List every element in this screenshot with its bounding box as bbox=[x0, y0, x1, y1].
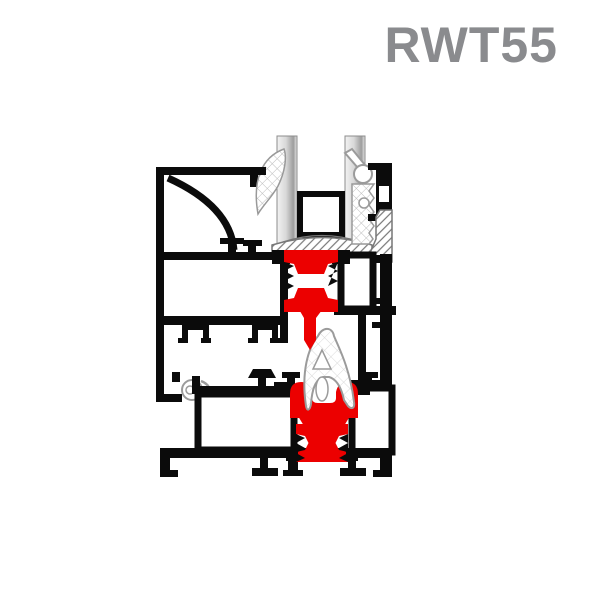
frame-chamber-left bbox=[194, 390, 298, 454]
frame-chamber-right bbox=[348, 384, 396, 456]
t-hook bbox=[248, 369, 276, 378]
upper-thermal-break bbox=[272, 250, 350, 350]
outer-frame-profile bbox=[160, 251, 396, 477]
serration-right bbox=[339, 434, 348, 462]
serration-left bbox=[296, 434, 305, 462]
gasket-detail bbox=[358, 197, 370, 209]
center-seal-gasket bbox=[303, 327, 356, 411]
gasket-bulb bbox=[353, 164, 373, 184]
page-title: RWT55 bbox=[384, 17, 558, 73]
gasket-oval-hole bbox=[315, 376, 329, 402]
sash-profile bbox=[156, 167, 288, 403]
glazing-gasket-right bbox=[343, 147, 393, 263]
glazing-spacer bbox=[297, 191, 345, 238]
break-stem bbox=[297, 306, 325, 350]
sash-t-slots bbox=[178, 325, 288, 343]
gasket-triangle-hole bbox=[311, 348, 333, 370]
serration-left bbox=[284, 262, 294, 291]
serration-right bbox=[328, 262, 338, 286]
